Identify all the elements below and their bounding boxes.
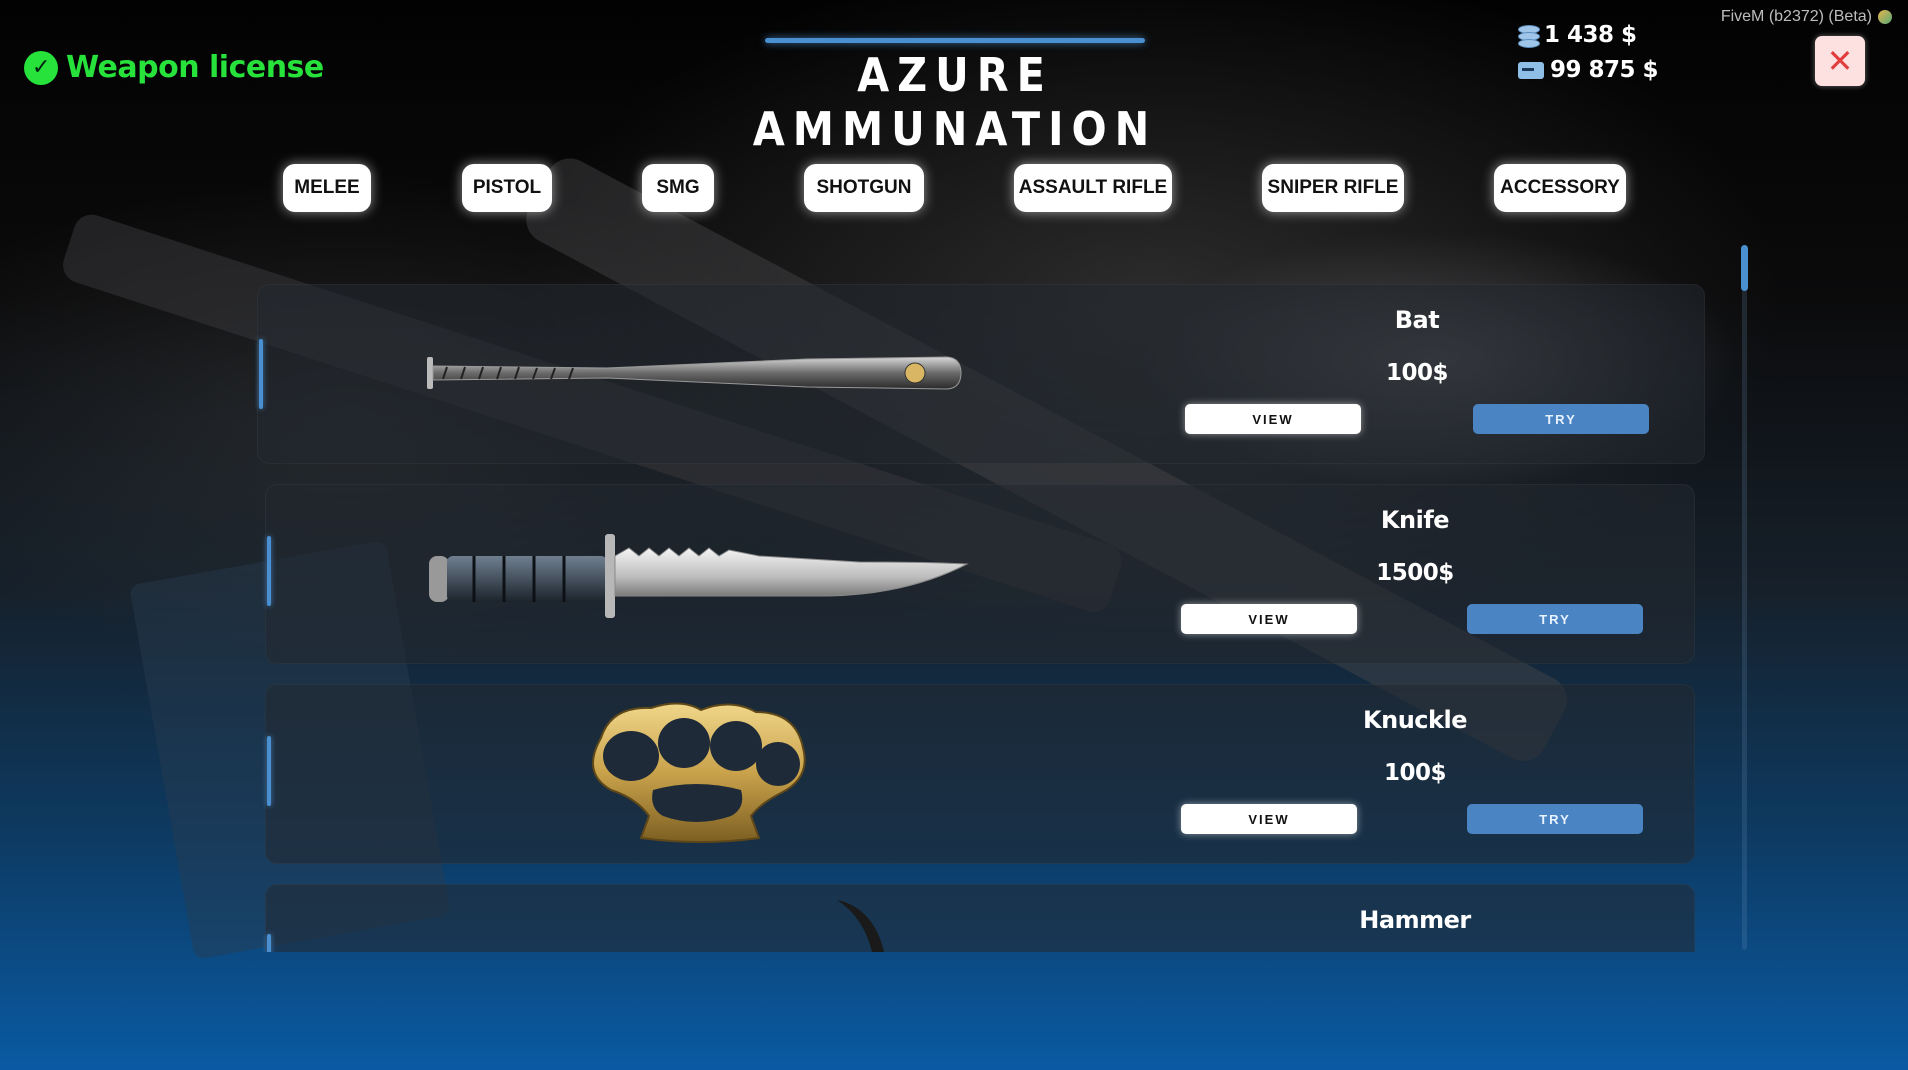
window-app-label: FiveM (b2372) (Beta) [1720,8,1872,25]
fivem-icon [1878,10,1892,24]
card-accent-bar [259,339,263,409]
card-accent-bar [267,536,271,606]
card-accent-bar [267,736,271,806]
item-name: Knuckle [1363,706,1467,734]
try-button-label: TRY [1545,411,1577,427]
weapon-card-knife: Knife 1500$ VIEW TRY [265,484,1695,664]
tab-sniper-rifle[interactable]: SNIPER RIFLE [1262,164,1404,212]
close-icon: ✕ [1826,42,1854,80]
item-price: 100$ [1385,360,1449,386]
tab-melee-label: MELEE [294,177,360,198]
tab-sniper-rifle-label: SNIPER RIFLE [1267,177,1399,198]
check-icon: ✓ [24,50,58,85]
bank-balance: 1 438 $ [1518,18,1658,53]
tab-assault-rifle-label: ASSAULT RIFLE [1018,177,1168,198]
coins-icon [1518,24,1540,48]
close-button[interactable]: ✕ [1815,36,1865,86]
tab-accessory[interactable]: ACCESSORY [1494,164,1626,212]
view-button[interactable]: VIEW [1181,804,1357,834]
cash-balance: 99 875 $ [1518,53,1659,88]
tab-melee[interactable]: MELEE [283,164,371,212]
view-button[interactable]: VIEW [1181,604,1357,634]
tab-shotgun-label: SHOTGUN [816,177,912,198]
view-button-label: VIEW [1248,811,1290,827]
tab-assault-rifle[interactable]: ASSAULT RIFLE [1014,164,1172,212]
view-button-label: VIEW [1248,611,1290,627]
item-name: Knife [1380,506,1450,534]
try-button-label: TRY [1539,611,1571,627]
list-scrollbar-thumb[interactable] [1741,245,1748,291]
hammer-icon [837,900,885,952]
cash-icon [1518,62,1544,79]
bank-balance-value: 1 438 $ [1544,22,1637,48]
tab-shotgun[interactable]: SHOTGUN [804,164,924,212]
tab-pistol-label: PISTOL [472,177,542,198]
window-label: FiveM (b2372) (Beta) [1721,8,1892,26]
weapon-card-knuckle: Knuckle 100$ VIEW TRY [265,684,1695,864]
bat-icon [427,356,962,390]
try-button-label: TRY [1539,811,1571,827]
page-title: AZURE AMMUNATION [752,48,1158,156]
weapon-license-label: Weapon license [66,50,324,85]
tab-pistol[interactable]: PISTOL [462,164,552,212]
knuckle-icon [592,702,806,843]
try-button[interactable]: TRY [1467,604,1643,634]
item-name: Bat [1394,306,1440,334]
item-price: 1500$ [1376,560,1454,586]
weapon-list: Bat 100$ VIEW TRY Knife 1500$ VIEW TRY [255,280,1705,952]
tab-smg[interactable]: SMG [642,164,714,212]
tab-smg-label: SMG [656,177,700,198]
view-button[interactable]: VIEW [1185,404,1361,434]
wallet: 1 438 $ 99 875 $ [1518,18,1659,88]
item-price: 100$ [1383,760,1447,786]
weapon-card-hammer: Hammer [265,884,1695,952]
item-name: Hammer [1359,906,1471,934]
knife-icon [429,534,969,618]
tab-accessory-label: ACCESSORY [1500,177,1620,198]
list-scrollbar-track[interactable] [1742,245,1747,950]
title-accent-bar [765,38,1145,43]
weapon-card-bat: Bat 100$ VIEW TRY [257,284,1705,464]
try-button[interactable]: TRY [1467,804,1643,834]
view-button-label: VIEW [1252,411,1294,427]
try-button[interactable]: TRY [1473,404,1649,434]
card-accent-bar [267,934,271,952]
weapon-license-status: ✓ Weapon license [24,50,324,85]
cash-balance-value: 99 875 $ [1550,57,1659,83]
